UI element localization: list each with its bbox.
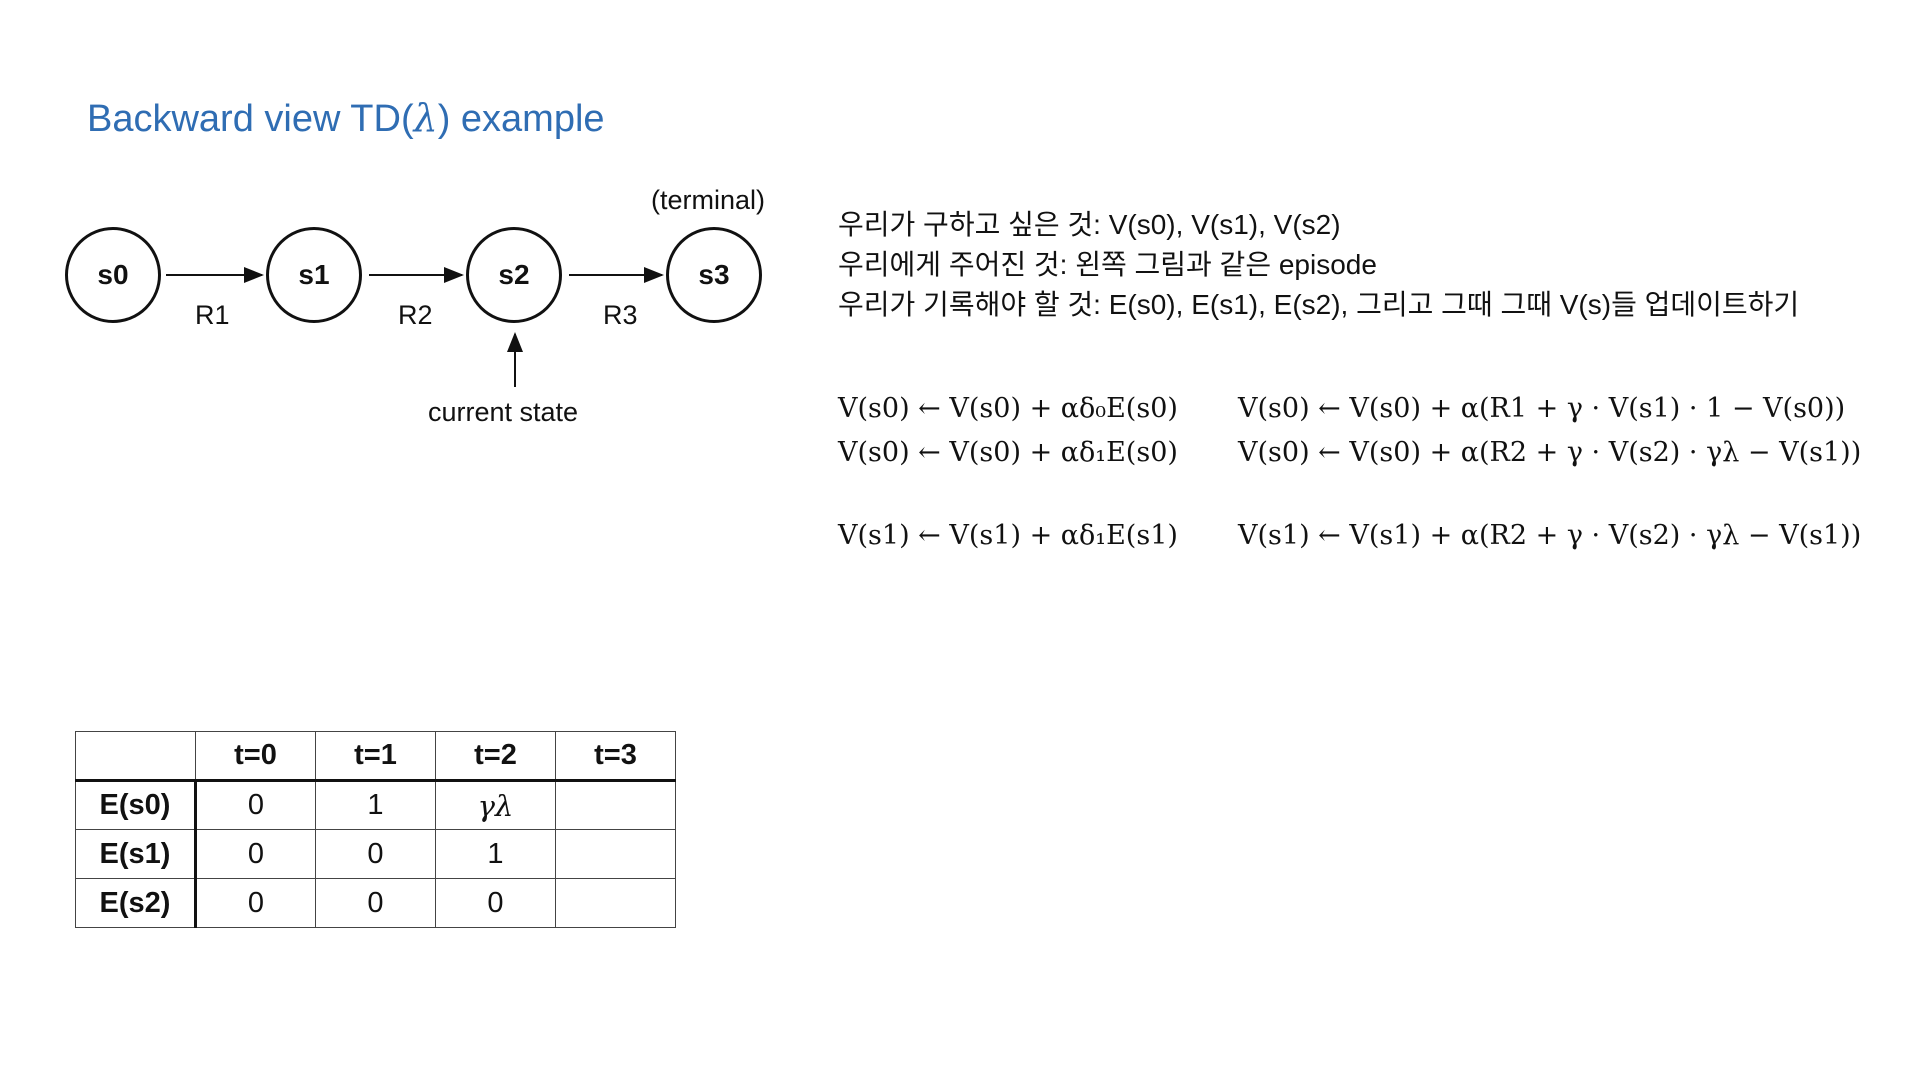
slide-title: Backward view TD(λ) example [87,96,605,141]
title-text: Backward view TD( [87,98,414,140]
table-cell [555,878,676,928]
current-state-label: current state [428,397,579,427]
notes-block: 우리가 구하고 싶은 것: V(s0), V(s1), V(s2) 우리에게 주… [838,205,1799,325]
note-record: 우리가 기록해야 할 것: E(s0), E(s1), E(s2), 그리고 그… [838,289,1800,320]
table-cell: 0 [315,878,436,928]
equation-left-1: V(s0) ← V(s0) + αδ₀E(s0) [838,393,1178,424]
equation-left-2: V(s0) ← V(s0) + αδ₁E(s0) [838,437,1178,468]
row-label-es1: E(s1) [75,829,197,879]
table-row: E(s0) 0 1 γλ [75,780,676,830]
title-lambda: λ [413,96,438,140]
table-cell [555,829,676,879]
table-row: E(s1) 0 0 1 [75,829,676,879]
row-label-es0: E(s0) [75,780,197,830]
equation-right-3: V(s1) ← V(s1) + α(R2 + γ · V(s2) · γλ − … [1238,520,1862,551]
reward-label-r1: R1 [195,300,230,330]
table-cell: γλ [435,780,556,830]
row-label-es2: E(s2) [75,878,197,928]
table-header-corner [75,731,196,782]
note-given: 우리에게 주어진 것: 왼쪽 그림과 같은 episode [838,249,1377,280]
reward-label-r3: R3 [603,300,638,330]
table-header-t1: t=1 [315,731,436,782]
state-node-s3: s3 [666,227,762,323]
table-header-t0: t=0 [195,731,316,782]
terminal-label: (terminal) [651,185,766,215]
state-node-s0: s0 [65,227,161,323]
table-cell: 1 [315,780,436,830]
eligibility-trace-table: t=0 t=1 t=2 t=3 E(s0) 0 1 γλ E(s1) 0 0 1… [75,731,676,928]
table-cell: 0 [195,780,316,830]
transition-arrows [166,267,664,387]
state-node-s2: s2 [466,227,562,323]
table-header-t2: t=2 [435,731,556,782]
state-node-s1: s1 [266,227,362,323]
table-cell: 0 [315,829,436,879]
state-chain-diagram: s0 s1 s2 s3 R1 R2 R3 (terminal) current … [0,0,820,450]
table-cell: 0 [435,878,556,928]
table-cell: 0 [195,829,316,879]
table-header-row: t=0 t=1 t=2 t=3 [75,731,676,782]
note-goal: 우리가 구하고 싶은 것: V(s0), V(s1), V(s2) [838,209,1341,240]
title-suffix: ) example [437,98,605,140]
table-cell [555,780,676,830]
equation-right-2: V(s0) ← V(s0) + α(R2 + γ · V(s2) · γλ − … [1238,437,1862,468]
reward-label-r2: R2 [398,300,433,330]
table-cell: 0 [195,878,316,928]
equation-right-1: V(s0) ← V(s0) + α(R1 + γ · V(s1) · 1 − V… [1238,393,1846,424]
table-row: E(s2) 0 0 0 [75,878,676,928]
table-header-t3: t=3 [555,731,676,782]
table-cell: 1 [435,829,556,879]
equation-left-3: V(s1) ← V(s1) + αδ₁E(s1) [838,520,1178,551]
